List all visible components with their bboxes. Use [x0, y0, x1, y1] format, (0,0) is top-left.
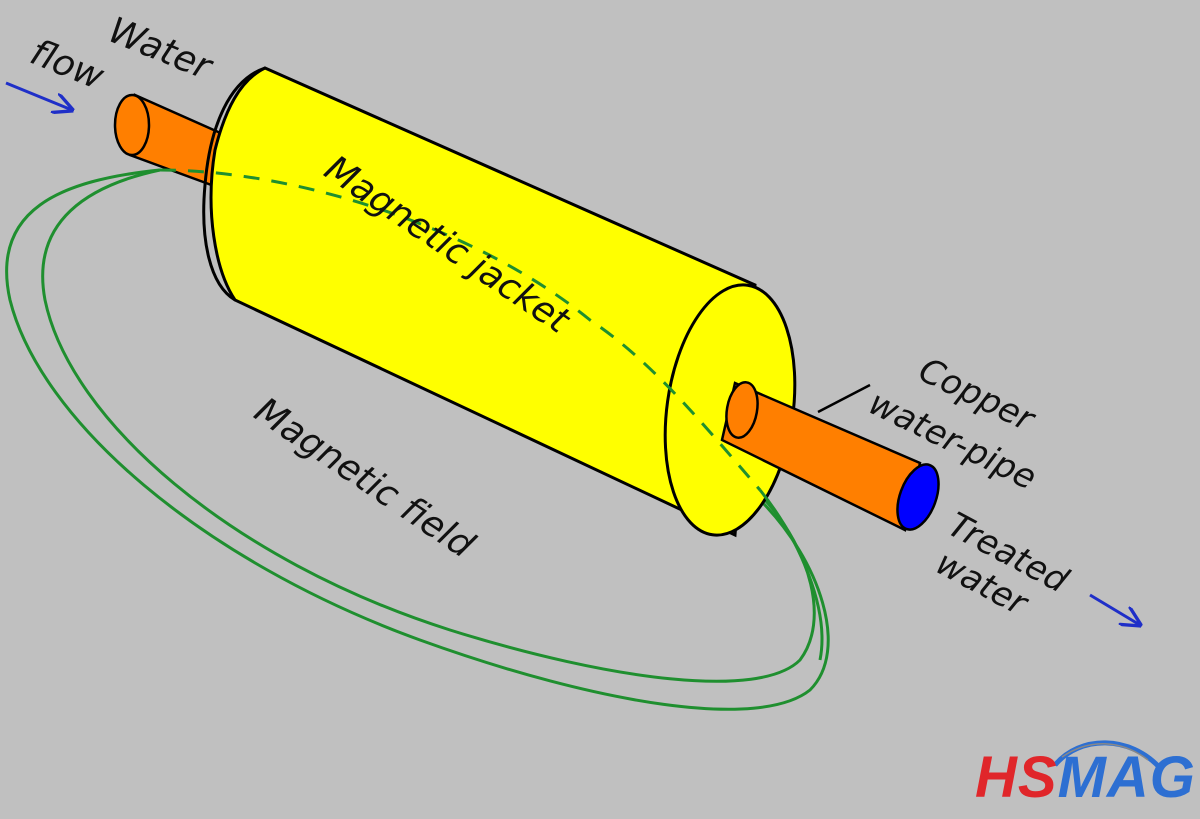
- magnetic-field-loop-inner: [41, 168, 816, 683]
- magnetic-field-front: [758, 489, 824, 661]
- inlet-pipe: [113, 93, 227, 192]
- copper-pipe-leader: [817, 383, 871, 414]
- pipe-opening: [896, 463, 940, 531]
- company-logo: HSMAG: [975, 738, 1195, 810]
- magnetic-field-loop-outer: [5, 168, 830, 711]
- outflow-arrow: [1089, 593, 1140, 625]
- magnetic-field-dashed: [159, 168, 762, 491]
- logo-arc-inner: [1061, 743, 1149, 761]
- logo-text-part2: MAG: [1057, 745, 1196, 810]
- logo-text-part1: HS: [975, 745, 1058, 810]
- inflow-arrow: [5, 81, 72, 110]
- outlet-pipe: [720, 381, 940, 532]
